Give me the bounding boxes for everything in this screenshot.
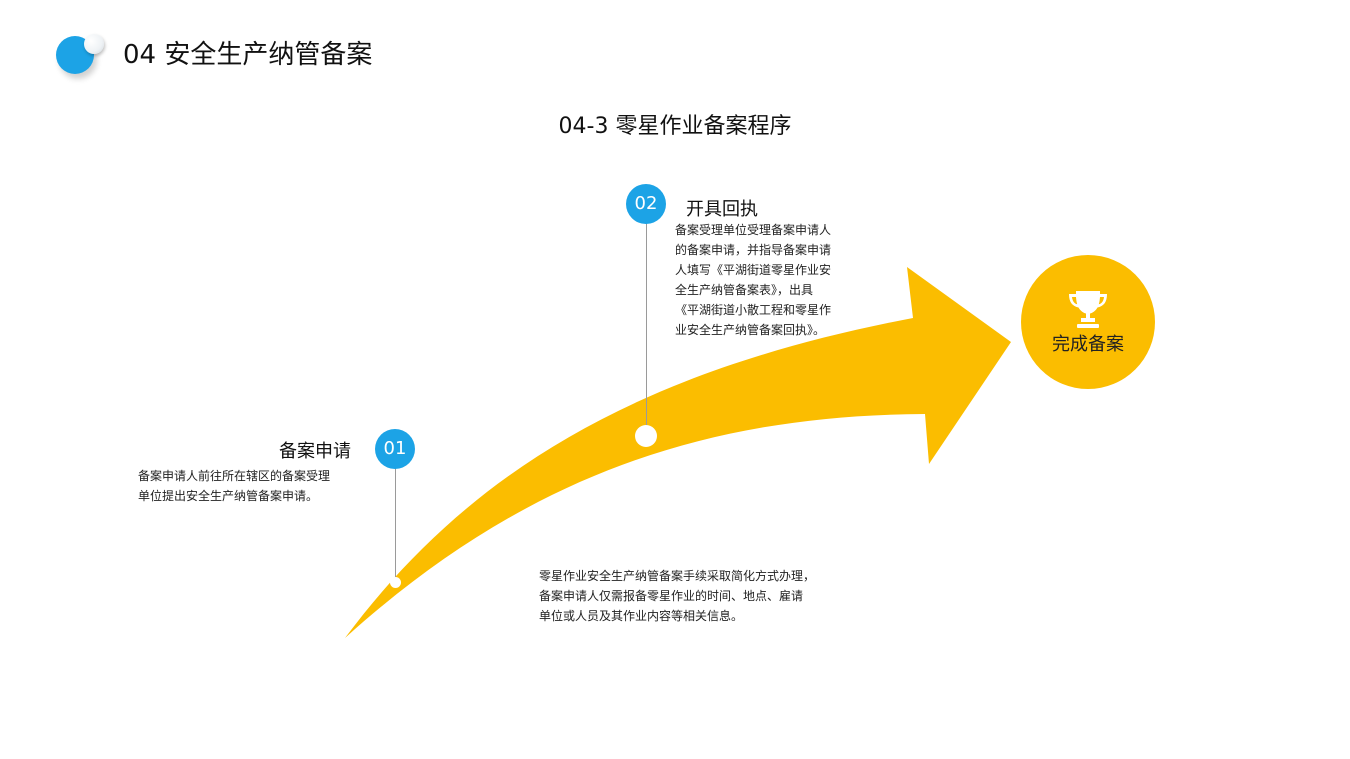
page-title: 04 安全生产纳管备案	[123, 40, 373, 70]
step-02-description-line: 人填写《平湖街道零星作业安	[675, 263, 832, 277]
step-02-connector	[646, 222, 647, 430]
goal-label: 完成备案	[1052, 334, 1124, 355]
logo-icon	[56, 34, 108, 78]
step-01-description-line: 单位提出安全生产纳管备案申请。	[138, 489, 319, 503]
step-01-connector	[395, 466, 396, 582]
step-02-description: 备案受理单位受理备案申请人 的备案申请，并指导备案申请 人填写《平湖街道零星作业…	[675, 220, 831, 340]
step-02-description-line: 业安全生产纳管备案回执》。	[675, 323, 826, 337]
step-02-description-line: 的备案申请，并指导备案申请	[675, 243, 832, 257]
step-02-description-line: 备案受理单位受理备案申请人	[675, 223, 832, 237]
step-02-title: 开具回执	[686, 199, 758, 220]
section-subtitle: 04-3 零星作业备案程序	[558, 114, 792, 139]
step-02-description-line: 全生产纳管备案表》，出具	[675, 283, 814, 297]
step-01-badge: 01	[375, 429, 415, 469]
logo-circle-small	[84, 34, 104, 54]
procedure-note-line: 零星作业安全生产纳管备案手续采取简化方式办理，	[539, 569, 816, 583]
arrow-shape	[345, 267, 1011, 638]
step-01-marker	[390, 577, 401, 588]
trophy-icon	[1069, 291, 1107, 328]
step-01-description: 备案申请人前往所在辖区的备案受理 单位提出安全生产纳管备案申请。	[138, 466, 330, 506]
step-02-marker	[635, 425, 657, 447]
step-02-badge: 02	[626, 184, 666, 224]
step-01-title: 备案申请	[279, 441, 351, 462]
step-01-description-line: 备案申请人前往所在辖区的备案受理	[138, 469, 331, 483]
procedure-note: 零星作业安全生产纳管备案手续采取简化方式办理， 备案申请人仅需报备零星作业的时间…	[539, 566, 815, 626]
goal-circle: 完成备案	[1021, 255, 1155, 389]
procedure-note-line: 单位或人员及其作业内容等相关信息。	[539, 609, 744, 623]
step-02-description-line: 《平湖街道小散工程和零星作	[675, 303, 832, 317]
procedure-note-line: 备案申请人仅需报备零星作业的时间、地点、雇请	[539, 589, 804, 603]
